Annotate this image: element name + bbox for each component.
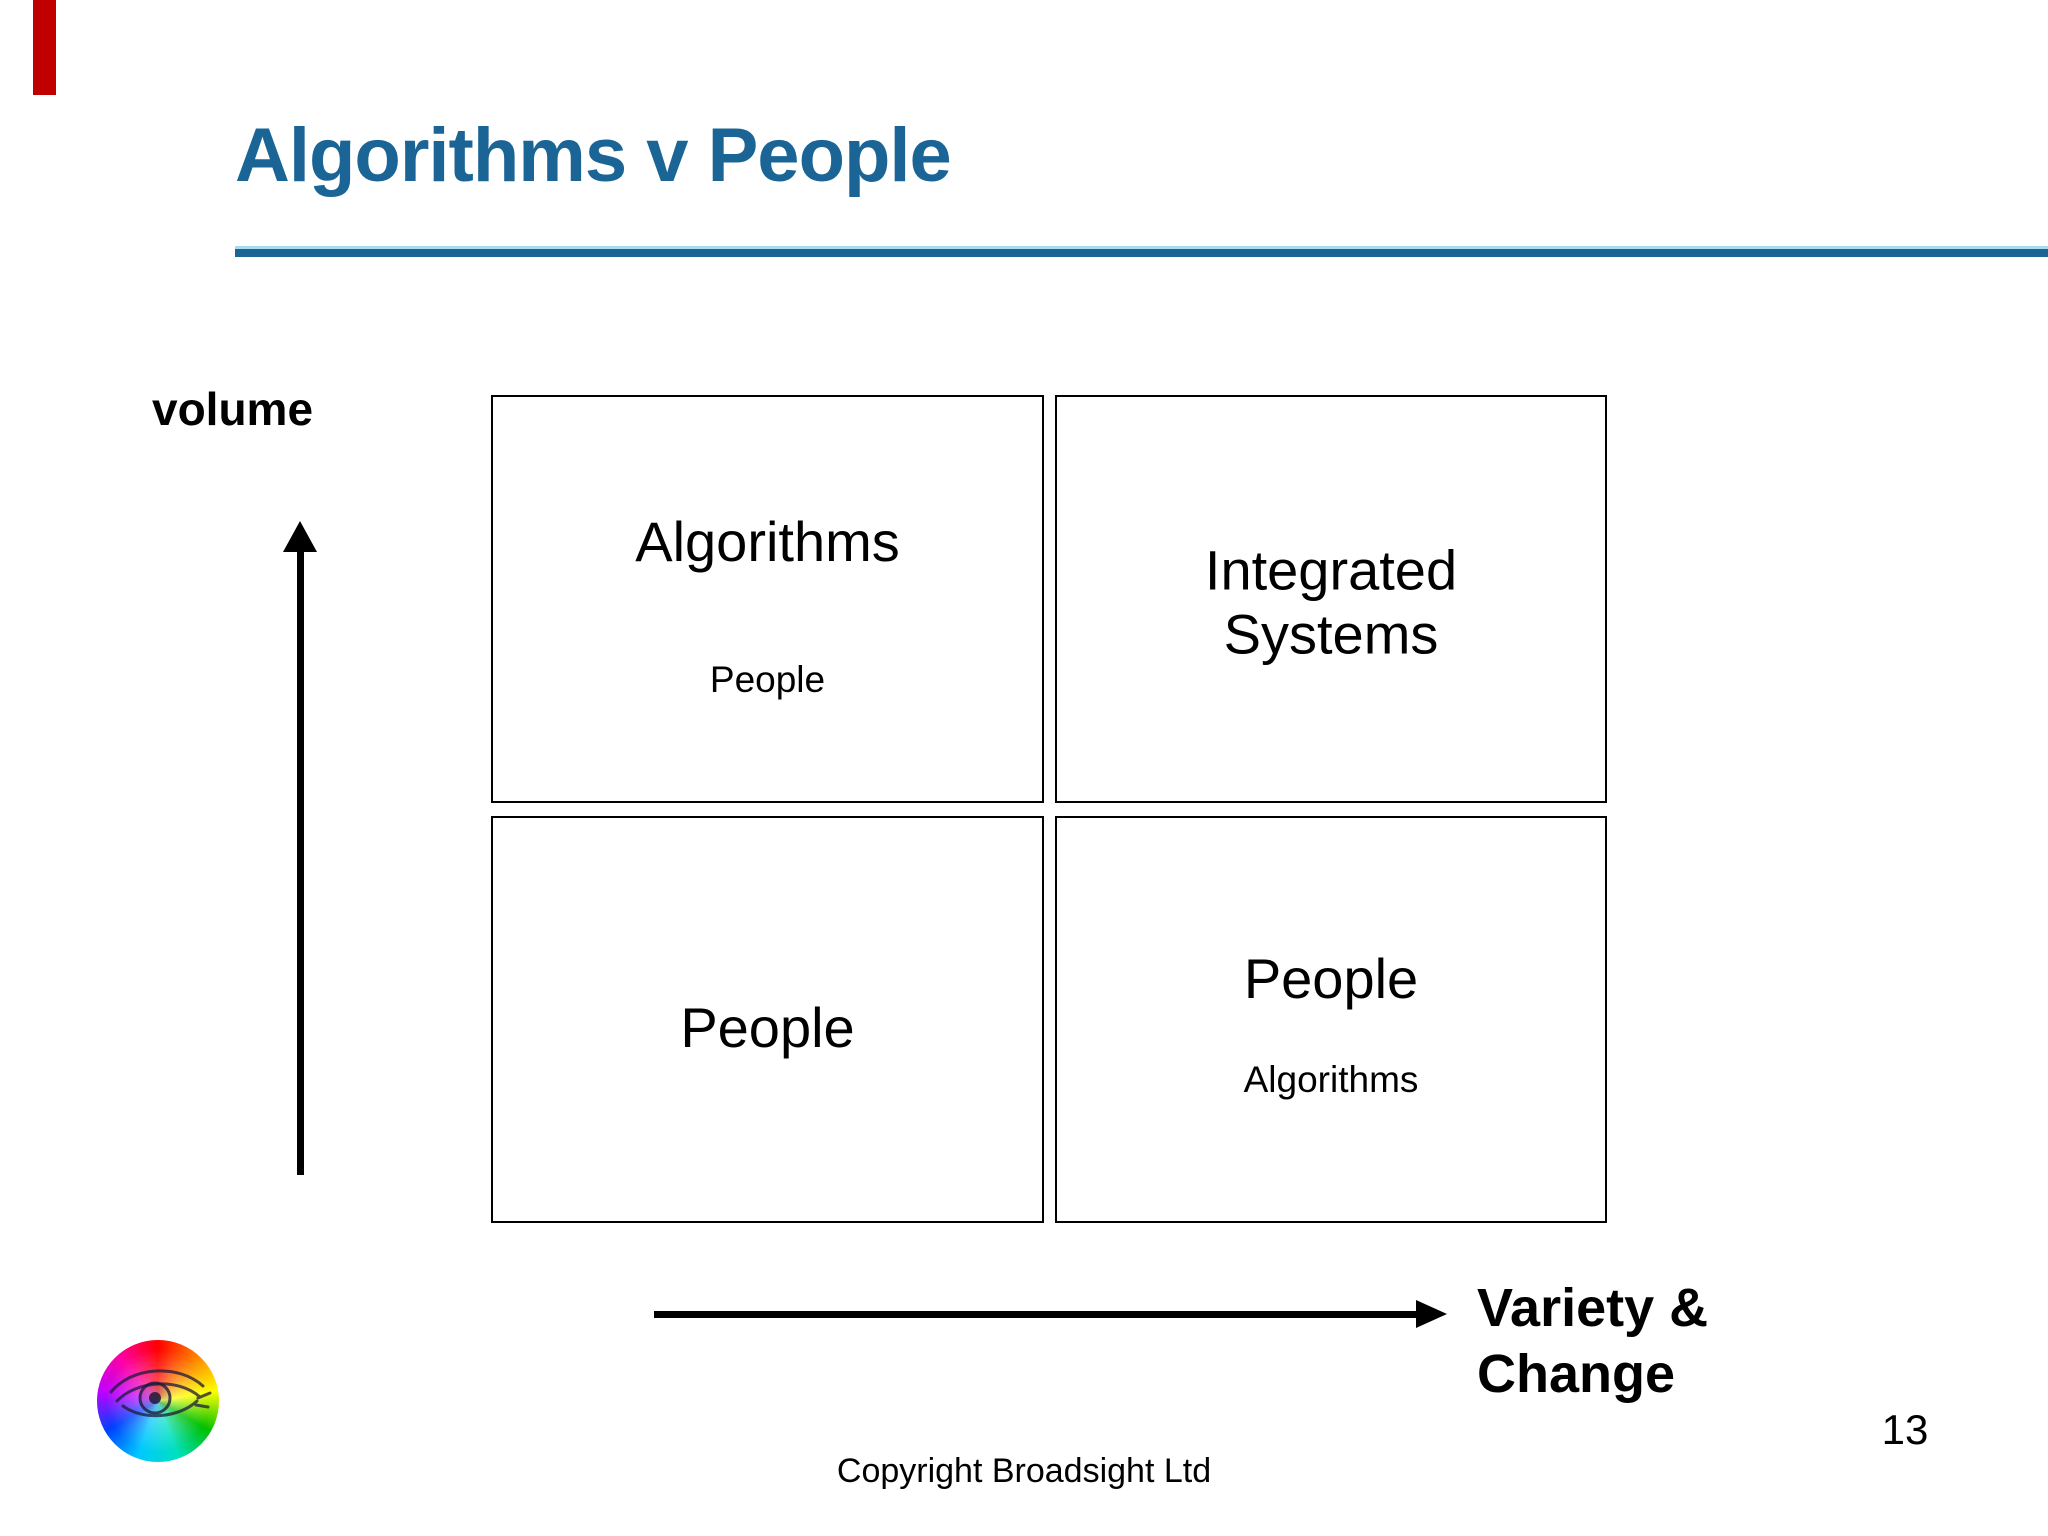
quadrant-primary-label: People [680, 995, 855, 1059]
corner-accent-bar [33, 0, 56, 95]
quadrant-primary-label: Integrated Systems [1204, 538, 1458, 667]
quadrant-bottom-right: People Algorithms [1055, 816, 1607, 1223]
x-axis-label: Variety & Change [1477, 1278, 1709, 1404]
copyright-text: Copyright Broadsight Ltd [836, 1452, 1212, 1490]
up-arrow-icon [283, 521, 317, 552]
quadrant-secondary-label: People [709, 658, 826, 700]
eye-icon [109, 1369, 212, 1418]
y-axis-label: volume [152, 383, 314, 435]
y-axis-arrow [297, 549, 304, 1175]
page-title: Algorithms v People [235, 113, 952, 198]
quadrant-primary-label: Algorithms [635, 510, 900, 574]
quadrant-top-right: Integrated Systems [1055, 395, 1607, 803]
x-axis-arrow [654, 1311, 1416, 1318]
quadrant-secondary-label: Algorithms [1243, 1058, 1419, 1100]
quadrant-primary-label: People [1243, 946, 1419, 1010]
quadrant-bottom-left: People [491, 816, 1044, 1223]
quadrant-top-left: Algorithms People [491, 395, 1044, 803]
right-arrow-icon [1416, 1300, 1447, 1328]
page-number: 13 [1881, 1406, 1929, 1453]
rainbow-eye-logo [97, 1340, 219, 1462]
title-divider [235, 246, 2048, 257]
